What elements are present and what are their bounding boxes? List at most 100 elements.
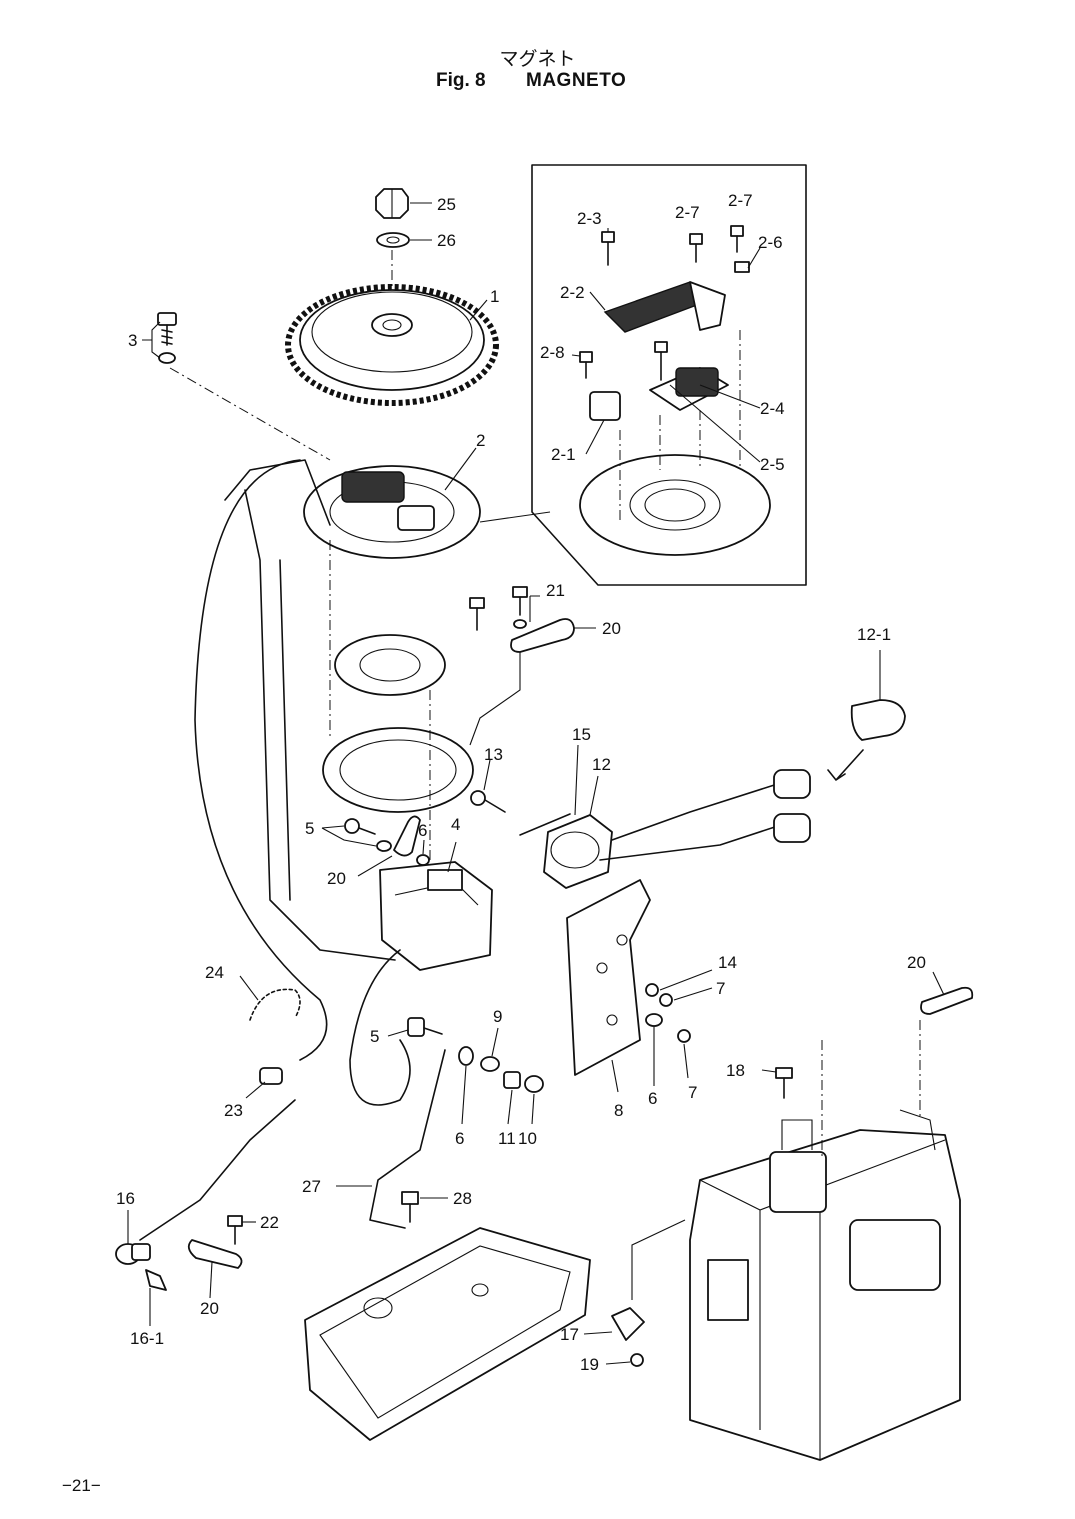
part-8-bracket [566,879,651,1076]
callout-25: 25 [437,195,456,214]
part-15-lead-wire [519,813,571,836]
stator-plate [334,634,446,696]
callout-7b: 7 [688,1083,697,1102]
callout-20a: 20 [602,619,621,638]
callout-2-5: 2-5 [760,455,785,474]
callout-16-1: 16-1 [130,1329,164,1348]
callout-2-4: 2-4 [760,399,785,418]
callout-labels: 25 26 1 3 2 2-3 2-7 2-7 2-6 2-2 2-8 2-4 … [116,191,926,1374]
callout-20d: 20 [200,1299,219,1318]
figure-title-japanese: マグネト [499,48,576,70]
part-9-washer [480,1056,500,1072]
part-5-bolt-bottom [407,1017,443,1037]
page-number: −21− [62,1476,101,1495]
callout-23: 23 [224,1101,243,1120]
callout-2-3: 2-3 [577,209,602,228]
part-28-screw [401,1191,419,1223]
callout-2: 2 [476,431,485,450]
callout-11: 11 [498,1129,516,1148]
callout-21: 21 [546,581,565,600]
part-22-screw [227,1215,243,1245]
callout-2-6: 2-6 [758,233,783,252]
callout-20c: 20 [907,953,926,972]
callout-16: 16 [116,1189,135,1208]
figure-name: MAGNETO [526,70,627,91]
part-2-stator-assembly [224,459,481,559]
part-6-washer-top [416,854,430,866]
part-6-washer-c [458,1046,474,1066]
callout-20b: 20 [327,869,346,888]
callout-27: 27 [302,1177,321,1196]
callout-12: 12 [592,755,611,774]
callout-28: 28 [453,1189,472,1208]
part-21-screws [469,586,528,631]
callout-14: 14 [718,953,737,972]
part-7-nut-a [659,993,673,1007]
callout-9: 9 [493,1007,502,1026]
stator-bracket [322,727,474,813]
callout-6b: 6 [648,1089,657,1108]
callout-5b: 5 [370,1027,379,1046]
part-12-1-plug-cap [850,699,906,741]
callout-10: 10 [518,1129,537,1148]
callout-17: 17 [560,1325,579,1344]
callout-2-8: 2-8 [540,343,565,362]
callout-7a: 7 [716,979,725,998]
figure-number: Fig. 8 [436,70,486,91]
wiring-harness [139,459,411,1241]
callout-24: 24 [205,963,224,982]
part-2-1-pulser-coil [589,391,621,421]
bottom-cowl [304,1227,591,1441]
part-27-ground-lead [369,1049,446,1229]
callout-2-2: 2-2 [560,283,585,302]
part-20-clamp-top [510,618,575,653]
part-14-collar [645,983,659,997]
part-16-stop-switch [115,1243,151,1265]
part-4-cdi-unit [379,861,493,971]
inset-screws [579,225,750,381]
callout-6c: 6 [455,1129,464,1148]
part-2-4-exciter-coil [649,367,729,411]
part-20-clamp-cdi [393,815,421,857]
part-24-wire-strap [249,988,301,1021]
part-20-clamp-bottom [187,1239,243,1269]
part-7-nut-b [677,1029,691,1043]
engine-crankcase [689,1109,961,1461]
callout-2-7b: 2-7 [728,191,753,210]
callout-8: 8 [614,1101,623,1120]
stator-detail-inset-frame [531,164,807,586]
callout-26: 26 [437,231,456,250]
callout-6a: 6 [418,821,427,840]
callout-12-1: 12-1 [857,625,891,644]
part-2-2-charge-coil [603,281,726,333]
callout-1: 1 [490,287,499,306]
part-5-bolt-top [344,818,392,852]
part-12-ignition-coil [543,769,811,889]
part-25-nut [375,188,409,219]
part-10-nut [524,1075,544,1093]
callout-15: 15 [572,725,591,744]
inset-stator-base [579,454,771,556]
part-20-clamp-right [920,986,974,1015]
part-16-1-clip [145,1269,167,1291]
part-11-collar [503,1071,521,1089]
part-17-clamp [611,1307,645,1341]
callout-22: 22 [260,1213,279,1232]
leader-lines [127,202,945,1365]
callout-3: 3 [128,331,137,350]
callout-18: 18 [726,1061,745,1080]
part-19-nut [630,1353,644,1367]
part-6-washer-b [645,1013,663,1027]
part-13-screw [470,790,506,813]
part-26-washer [376,232,410,248]
part-23-connector [259,1067,283,1085]
callout-2-1: 2-1 [551,445,576,464]
part-3-screw-washer [157,312,177,364]
callout-5a: 5 [305,819,314,838]
callout-2-7a: 2-7 [675,203,700,222]
callout-13: 13 [484,745,503,764]
callout-19: 19 [580,1355,599,1374]
part-18-screw [775,1067,793,1099]
callout-4: 4 [451,815,460,834]
